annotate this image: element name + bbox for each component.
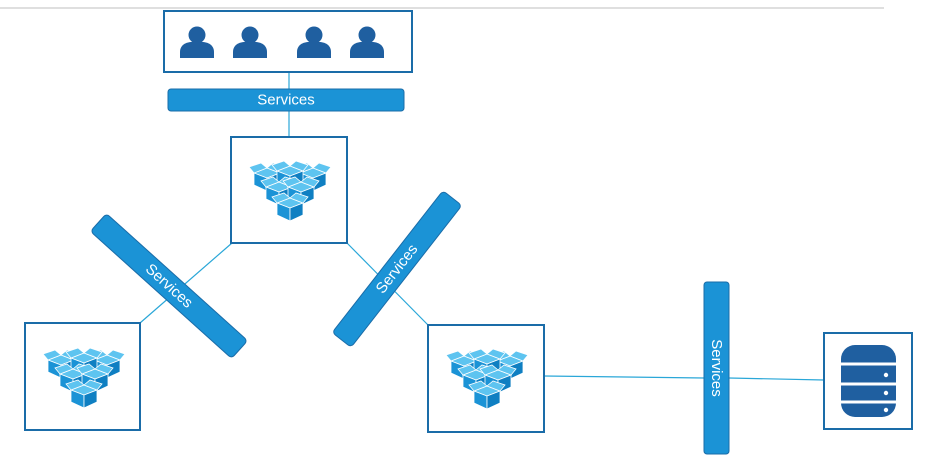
- database-icon: [841, 345, 896, 417]
- microservice-box-center[interactable]: [230, 136, 348, 244]
- services-label-top: Services: [257, 92, 315, 109]
- services-bar-right[interactable]: Services: [332, 191, 462, 348]
- services-bar-vertical[interactable]: Services: [703, 281, 730, 455]
- services-bar-top[interactable]: Services: [167, 88, 405, 112]
- users-box[interactable]: [163, 10, 413, 73]
- microservice-box-right[interactable]: [427, 324, 545, 433]
- services-label-vertical: Services: [708, 339, 725, 397]
- connector-lines: [139, 72, 825, 381]
- microservice-box-left[interactable]: [24, 322, 141, 431]
- database-box[interactable]: [823, 332, 913, 430]
- services-label-left: Services: [142, 260, 196, 311]
